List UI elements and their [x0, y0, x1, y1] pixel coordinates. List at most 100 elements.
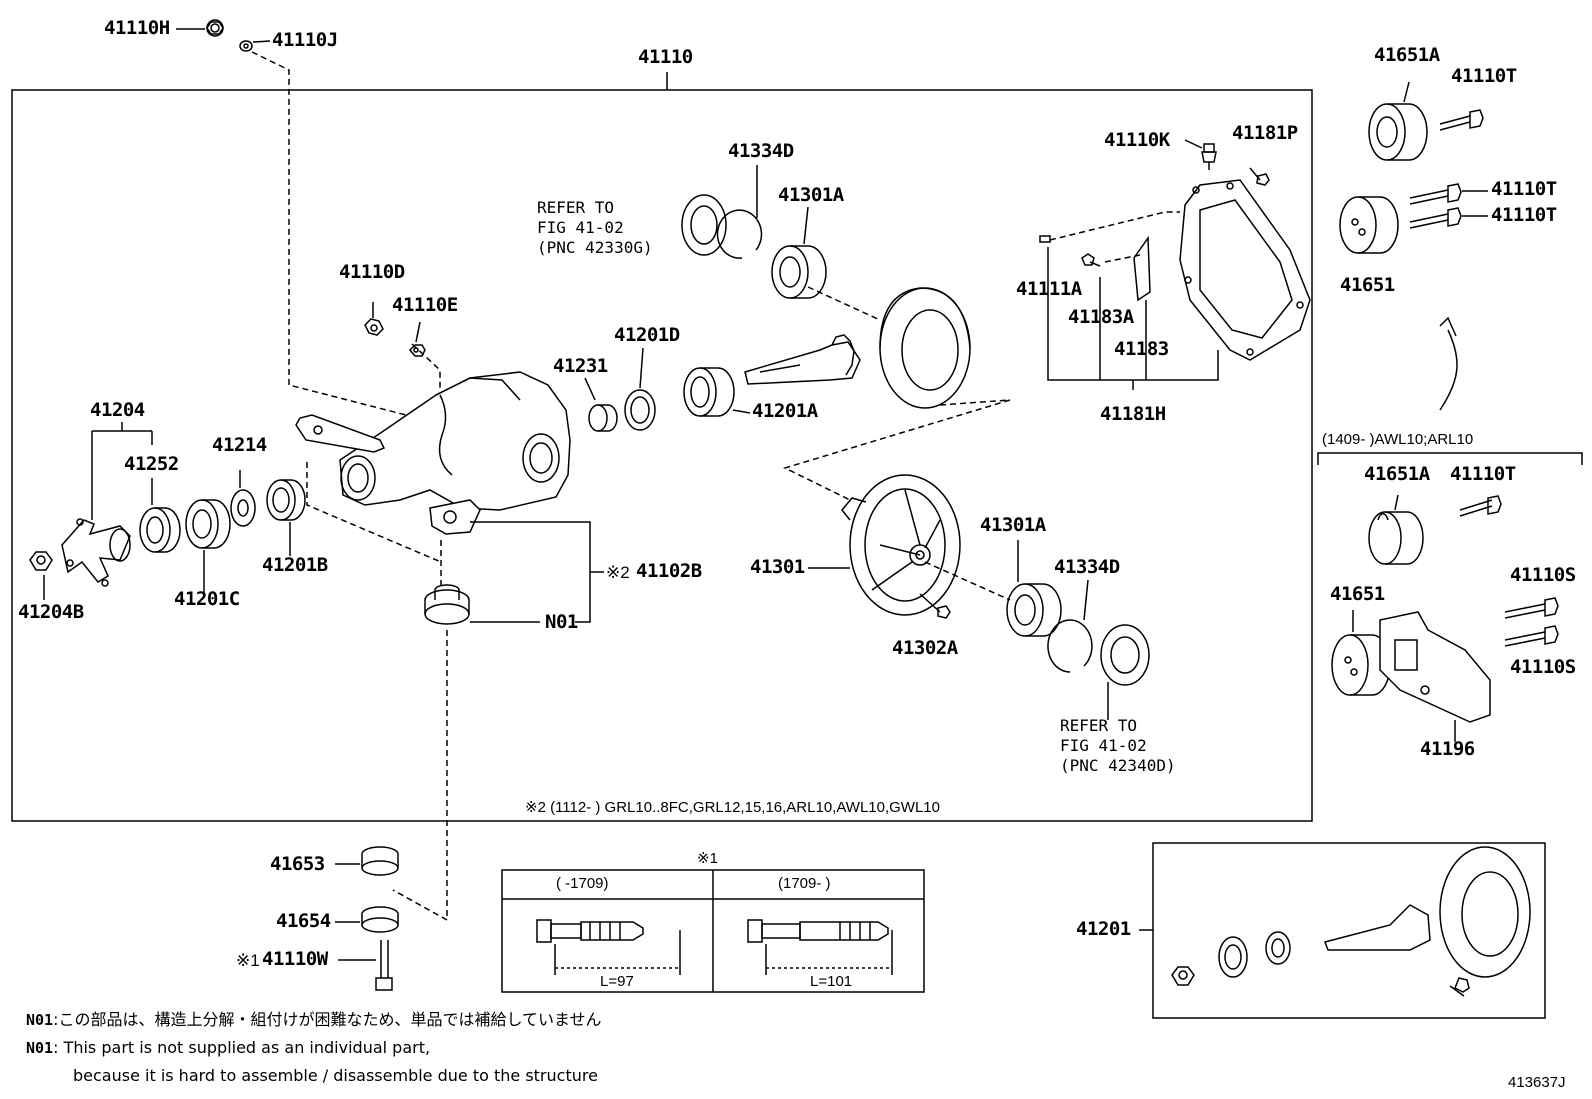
washer-41214-icon — [230, 470, 256, 527]
label-41334D-bot: 41334D — [1054, 556, 1120, 578]
carrier-housing-icon — [295, 371, 571, 535]
bearing-41201A-icon — [683, 367, 751, 417]
ring-gear-icon — [879, 287, 971, 409]
main-frame — [11, 89, 1313, 822]
note-en-text-1: : This part is not supplied as an indivi… — [53, 1038, 431, 1057]
differential-case-icon — [808, 474, 961, 616]
note-en-1: N01: This part is not supplied as an ind… — [26, 1040, 430, 1056]
label-41110S-2: 41110S — [1510, 656, 1576, 678]
plug-41651A-mid-icon — [1368, 494, 1424, 565]
rear-cover-icon — [1179, 179, 1311, 361]
label-41110W: 41110W — [262, 948, 328, 970]
label-41111A: 41111A — [1016, 278, 1082, 300]
bearing-41201B-icon — [266, 479, 306, 556]
figure-id: 413637J — [1508, 1074, 1566, 1091]
label-41201B: 41201B — [262, 554, 328, 576]
nut-41110H-icon — [206, 19, 224, 37]
label-41102B: 41102B — [636, 560, 702, 582]
bolt-table-col1-length: L=97 — [600, 973, 634, 990]
bolt-41110S-1-icon — [1504, 597, 1559, 619]
inset-parts-icon — [1171, 846, 1531, 997]
bolt-short-icon — [536, 919, 681, 975]
label-41301A-top: 41301A — [778, 184, 844, 206]
plug-41651A-top-icon — [1368, 81, 1428, 161]
refer-bottom-line-3: (PNC 42340D) — [1060, 756, 1176, 775]
refer-bottom: REFER TO FIG 41-02 (PNC 42340D) — [1060, 716, 1176, 776]
bolt-41110T-mid-icon — [1459, 495, 1502, 517]
pin-41111A-icon — [1039, 235, 1051, 243]
arrow-up-icon — [1439, 316, 1458, 411]
seal-41252-icon — [139, 478, 181, 553]
label-41201A: 41201A — [752, 400, 818, 422]
label-41231: 41231 — [553, 355, 608, 377]
bolt-41183A-icon — [1081, 253, 1101, 267]
refer-top-line-3: (PNC 42330G) — [537, 238, 653, 257]
mark-2: ※2 — [606, 563, 630, 582]
label-41651-mid: 41651 — [1330, 583, 1385, 605]
label-41201C: 41201C — [174, 588, 240, 610]
label-41110E: 41110E — [392, 294, 458, 316]
label-41302A: 41302A — [892, 637, 958, 659]
nut-41204B-icon — [29, 551, 53, 600]
spacer-41231-icon — [588, 404, 618, 432]
label-41110: 41110 — [638, 46, 693, 68]
bolt-41110D-icon — [364, 302, 384, 336]
label-n01: N01 — [545, 611, 578, 633]
label-41301A-bot: 41301A — [980, 514, 1046, 536]
bolt-41110S-2-icon — [1504, 625, 1559, 647]
mount-n01-icon — [424, 584, 540, 625]
cushion-41654-icon — [335, 906, 399, 933]
label-41110H: 41110H — [104, 17, 170, 39]
bolt-41110T-top-icon — [1439, 109, 1484, 131]
label-41196: 41196 — [1420, 738, 1475, 760]
inset-range: (1409- )AWL10;ARL10 — [1322, 431, 1474, 448]
applicability-note: ※2 (1112- ) GRL10..8FC,GRL12,15,16,ARL10… — [525, 799, 940, 816]
pinion-gear-icon — [744, 334, 861, 385]
note-jp-code: N01 — [26, 1011, 54, 1029]
label-41181P: 41181P — [1232, 122, 1298, 144]
label-41651A-top: 41651A — [1374, 44, 1440, 66]
label-41252: 41252 — [124, 453, 179, 475]
bolt-table-col2-length: L=101 — [810, 973, 853, 990]
bearing-41301A-bot-icon — [1006, 540, 1062, 637]
label-41201D: 41201D — [614, 324, 680, 346]
label-41110T-top: 41110T — [1451, 65, 1517, 87]
label-41201: 41201 — [1076, 918, 1131, 940]
snap-ring-41334D-bot-icon — [1047, 579, 1093, 673]
refer-top: REFER TO FIG 41-02 (PNC 42330G) — [537, 198, 653, 258]
breather-41110K-icon — [1184, 139, 1217, 170]
note-en-2: because it is hard to assemble / disasse… — [73, 1066, 598, 1085]
dashed-41110J — [251, 51, 442, 425]
flange-41204-icon — [61, 518, 131, 587]
label-41301: 41301 — [750, 556, 805, 578]
label-41651-top: 41651 — [1340, 274, 1395, 296]
bolt-long-icon — [747, 919, 893, 975]
mark-1b: ※1 — [236, 951, 260, 970]
bolt-41110T-3-icon — [1409, 207, 1488, 229]
label-41181H: 41181H — [1100, 403, 1166, 425]
seal-top-icon — [681, 194, 727, 256]
label-41654: 41654 — [276, 910, 331, 932]
bolt-41181P-icon — [1249, 167, 1270, 186]
bolt-table-col1-header: ( -1709) — [556, 875, 609, 892]
bolt-41110T-2-icon — [1409, 183, 1488, 205]
note-en-code: N01 — [26, 1039, 54, 1057]
seal-bottom-icon — [1100, 624, 1150, 720]
bolt-41302A-icon — [919, 593, 951, 619]
note-jp-text: :この部品は、構造上分解・組付けが困難なため、単品では補給していません — [53, 1010, 602, 1029]
label-41110S-1: 41110S — [1510, 564, 1576, 586]
bolt-table-title: ※1 — [697, 850, 718, 867]
plug-41651-top-icon — [1339, 196, 1399, 254]
label-41110T-2: 41110T — [1491, 178, 1557, 200]
bearing-41201C-icon — [185, 499, 231, 598]
label-41183: 41183 — [1114, 338, 1169, 360]
label-41183A: 41183A — [1068, 306, 1134, 328]
label-41651A-mid: 41651A — [1364, 463, 1430, 485]
note-jp: N01:この部品は、構造上分解・組付けが困難なため、単品では補給していません — [26, 1012, 602, 1028]
bolt-table-col2-header: (1709- ) — [778, 875, 831, 892]
bolt-41110W-icon — [338, 940, 393, 991]
cushion-41653-icon — [335, 846, 399, 876]
label-41110D: 41110D — [339, 261, 405, 283]
label-41653: 41653 — [270, 853, 325, 875]
